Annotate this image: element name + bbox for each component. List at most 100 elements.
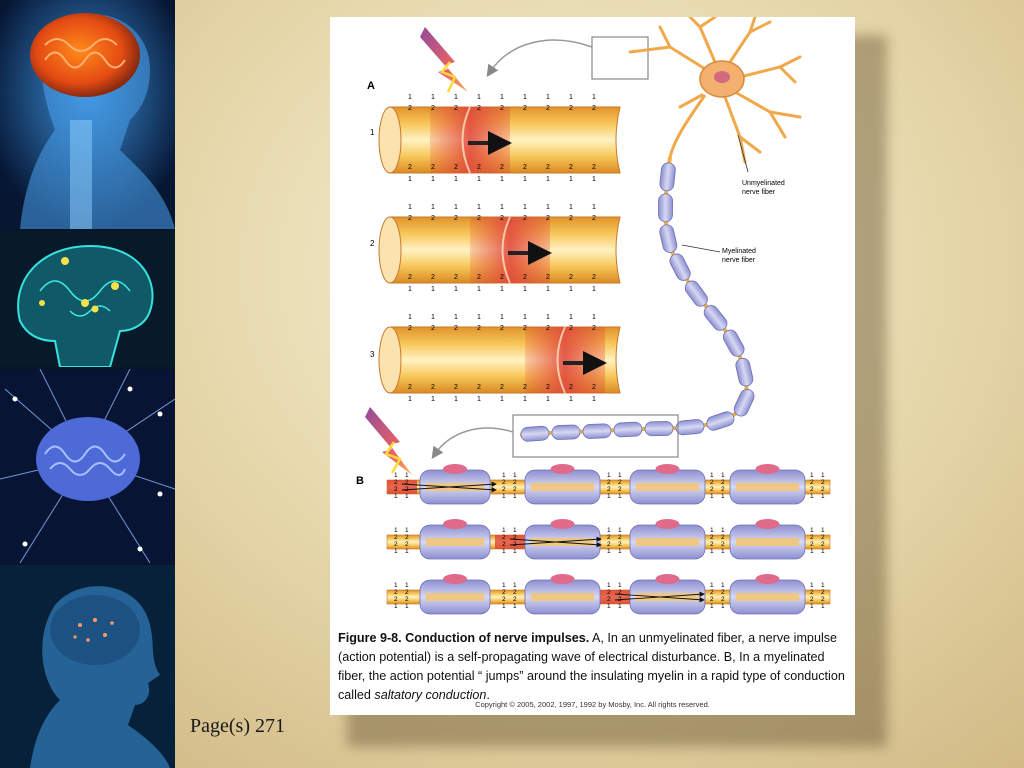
charge-symbol: 2	[523, 164, 527, 171]
stimulus-bolt-a-icon	[420, 27, 468, 93]
nerve-conduction-diagram: A 12211221122112211221122112211221122112…	[356, 17, 831, 615]
caption-italic-term: saltatory conduction	[374, 688, 487, 702]
charge-symbol: 2	[405, 596, 409, 603]
charge-symbol: 1	[408, 204, 412, 211]
charge-symbol: 2	[477, 164, 481, 171]
charge-symbol: 2	[394, 596, 398, 603]
charge-symbol: 1	[546, 94, 550, 101]
charge-symbol: 1	[408, 286, 412, 293]
charge-symbol: 2	[607, 541, 611, 548]
charge-symbol: 2	[405, 479, 409, 486]
charge-symbol: 1	[477, 396, 481, 403]
charge-symbol: 1	[394, 527, 398, 534]
myelin-sheath-segment	[706, 411, 735, 431]
charge-symbol: 2	[454, 384, 458, 391]
zoom-box-b	[512, 414, 679, 458]
charge-symbol: 1	[810, 527, 814, 534]
charge-symbol: 1	[431, 94, 435, 101]
charge-symbol: 2	[513, 534, 517, 541]
row-label-2: 2	[370, 239, 375, 248]
charge-symbol: 1	[592, 314, 596, 321]
charge-symbol: 2	[569, 105, 573, 112]
charge-symbol: 1	[500, 204, 504, 211]
myelin-sheath-segment	[644, 421, 674, 437]
charge-symbol: 1	[405, 603, 409, 610]
charge-symbol: 1	[546, 204, 550, 211]
charge-symbol: 1	[408, 94, 412, 101]
charge-symbol: 2	[513, 596, 517, 603]
charge-symbol: 2	[523, 325, 527, 332]
charge-symbol: 1	[513, 582, 517, 589]
charge-symbol: 2	[500, 215, 504, 222]
charge-symbol: 1	[523, 396, 527, 403]
charge-symbol: 2	[431, 215, 435, 222]
charge-symbol: 2	[607, 596, 611, 603]
charge-symbol: 2	[500, 274, 504, 281]
charge-symbol: 2	[431, 164, 435, 171]
charge-symbol: 1	[821, 582, 825, 589]
charge-symbol: 2	[394, 534, 398, 541]
charge-symbol: 2	[500, 164, 504, 171]
charge-symbol: 1	[607, 603, 611, 610]
myelin-sheath-segment	[658, 193, 673, 223]
charge-symbol: 2	[523, 105, 527, 112]
charge-symbol: 1	[477, 94, 481, 101]
charge-symbol: 2	[592, 274, 596, 281]
charge-symbol: 1	[546, 176, 550, 183]
charge-symbol: 1	[569, 314, 573, 321]
charge-symbol: 1	[810, 548, 814, 555]
charge-symbol: 1	[513, 527, 517, 534]
charge-symbol: 2	[502, 541, 506, 548]
charge-symbol: 2	[405, 589, 409, 596]
charge-symbol: 2	[546, 384, 550, 391]
charge-symbol: 2	[405, 541, 409, 548]
charge-symbol: 2	[500, 105, 504, 112]
charge-symbol: 1	[618, 548, 622, 555]
charge-symbol: 2	[821, 596, 825, 603]
charge-symbol: 1	[607, 472, 611, 479]
myelin-sheath-segment	[684, 280, 708, 307]
charge-symbol: 2	[618, 534, 622, 541]
charge-symbol: 2	[394, 541, 398, 548]
charge-symbol: 1	[810, 472, 814, 479]
charge-symbol: 1	[569, 176, 573, 183]
charge-symbol: 1	[546, 314, 550, 321]
charge-symbol: 2	[721, 486, 725, 493]
charge-symbol: 2	[513, 479, 517, 486]
charge-symbol: 2	[500, 325, 504, 332]
zoom-box-a	[591, 36, 649, 80]
charge-symbol: 1	[810, 603, 814, 610]
charge-symbol: 1	[477, 176, 481, 183]
caption-title: Figure 9-8. Conduction of nerve impulses…	[338, 631, 590, 645]
charge-symbol: 1	[408, 396, 412, 403]
charge-symbol: 2	[607, 534, 611, 541]
charge-symbol: 2	[721, 596, 725, 603]
myelin-sheath-segment	[659, 224, 678, 253]
charge-symbol: 2	[502, 479, 506, 486]
charge-symbol: 1	[431, 204, 435, 211]
charge-symbol: 1	[502, 582, 506, 589]
charge-symbol: 1	[618, 582, 622, 589]
charge-symbol: 1	[618, 603, 622, 610]
charge-symbol: 1	[431, 286, 435, 293]
charge-symbol: 1	[454, 286, 458, 293]
charge-symbol: 1	[523, 286, 527, 293]
charge-symbol: 2	[821, 541, 825, 548]
charge-symbol: 2	[454, 215, 458, 222]
charge-symbol: 1	[513, 472, 517, 479]
myelin-sheath-segment	[551, 424, 581, 440]
charge-symbol: 2	[500, 384, 504, 391]
charge-symbol: 2	[546, 164, 550, 171]
charge-symbol: 1	[394, 472, 398, 479]
charge-symbol: 2	[592, 325, 596, 332]
charge-symbol: 1	[500, 286, 504, 293]
charge-symbol: 1	[569, 396, 573, 403]
charge-symbol: 2	[546, 105, 550, 112]
charge-symbol: 1	[405, 582, 409, 589]
brain-sagittal-image	[0, 231, 175, 367]
myelin-sheath-segment	[659, 162, 676, 192]
